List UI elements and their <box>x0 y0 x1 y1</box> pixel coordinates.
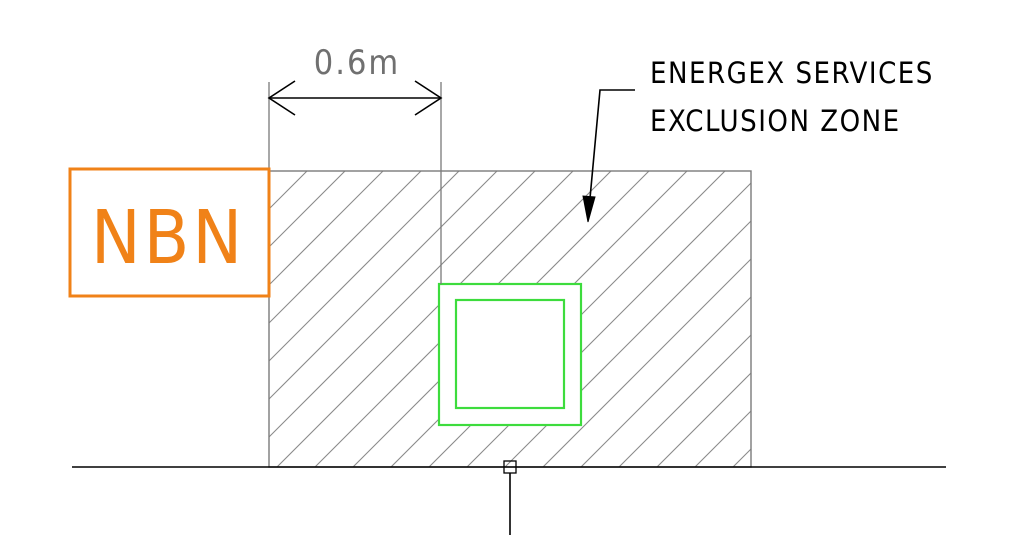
nbn-label: NBN <box>91 195 245 281</box>
callout-line-1: ENERGEX SERVICES <box>650 56 934 90</box>
dimension-label: 0.6m <box>314 43 400 83</box>
nbn-box: NBN <box>68 167 271 298</box>
dimension-arrow-right <box>414 80 443 116</box>
ground <box>72 460 946 535</box>
hatch-line <box>269 171 460 362</box>
hatch-line <box>269 171 384 286</box>
hatch-line <box>269 171 536 438</box>
hatch-line <box>542 258 751 467</box>
exclusion-zone-callout: ENERGEX SERVICES EXCLUSION ZONE <box>582 56 934 223</box>
hatch-line <box>269 171 422 324</box>
hatch-line <box>656 372 751 467</box>
dimension-arrow-left <box>267 80 296 116</box>
hatch-line <box>618 334 751 467</box>
callout-leader-line <box>587 89 635 221</box>
pit-inner-outline <box>454 298 566 410</box>
hatch-line <box>276 171 574 467</box>
hatch-line <box>269 171 346 248</box>
callout-line-2: EXCLUSION ZONE <box>650 104 901 138</box>
hatch-line <box>732 448 751 467</box>
dimension: 0.6m <box>267 43 443 284</box>
hatch-line <box>269 171 498 400</box>
pit <box>437 282 583 427</box>
hatch-line <box>580 296 751 467</box>
nbn-box-outline <box>68 167 271 298</box>
callout-leader-arrowhead <box>582 195 596 223</box>
hatch-line <box>694 410 751 467</box>
hatch-line <box>771 171 1019 467</box>
